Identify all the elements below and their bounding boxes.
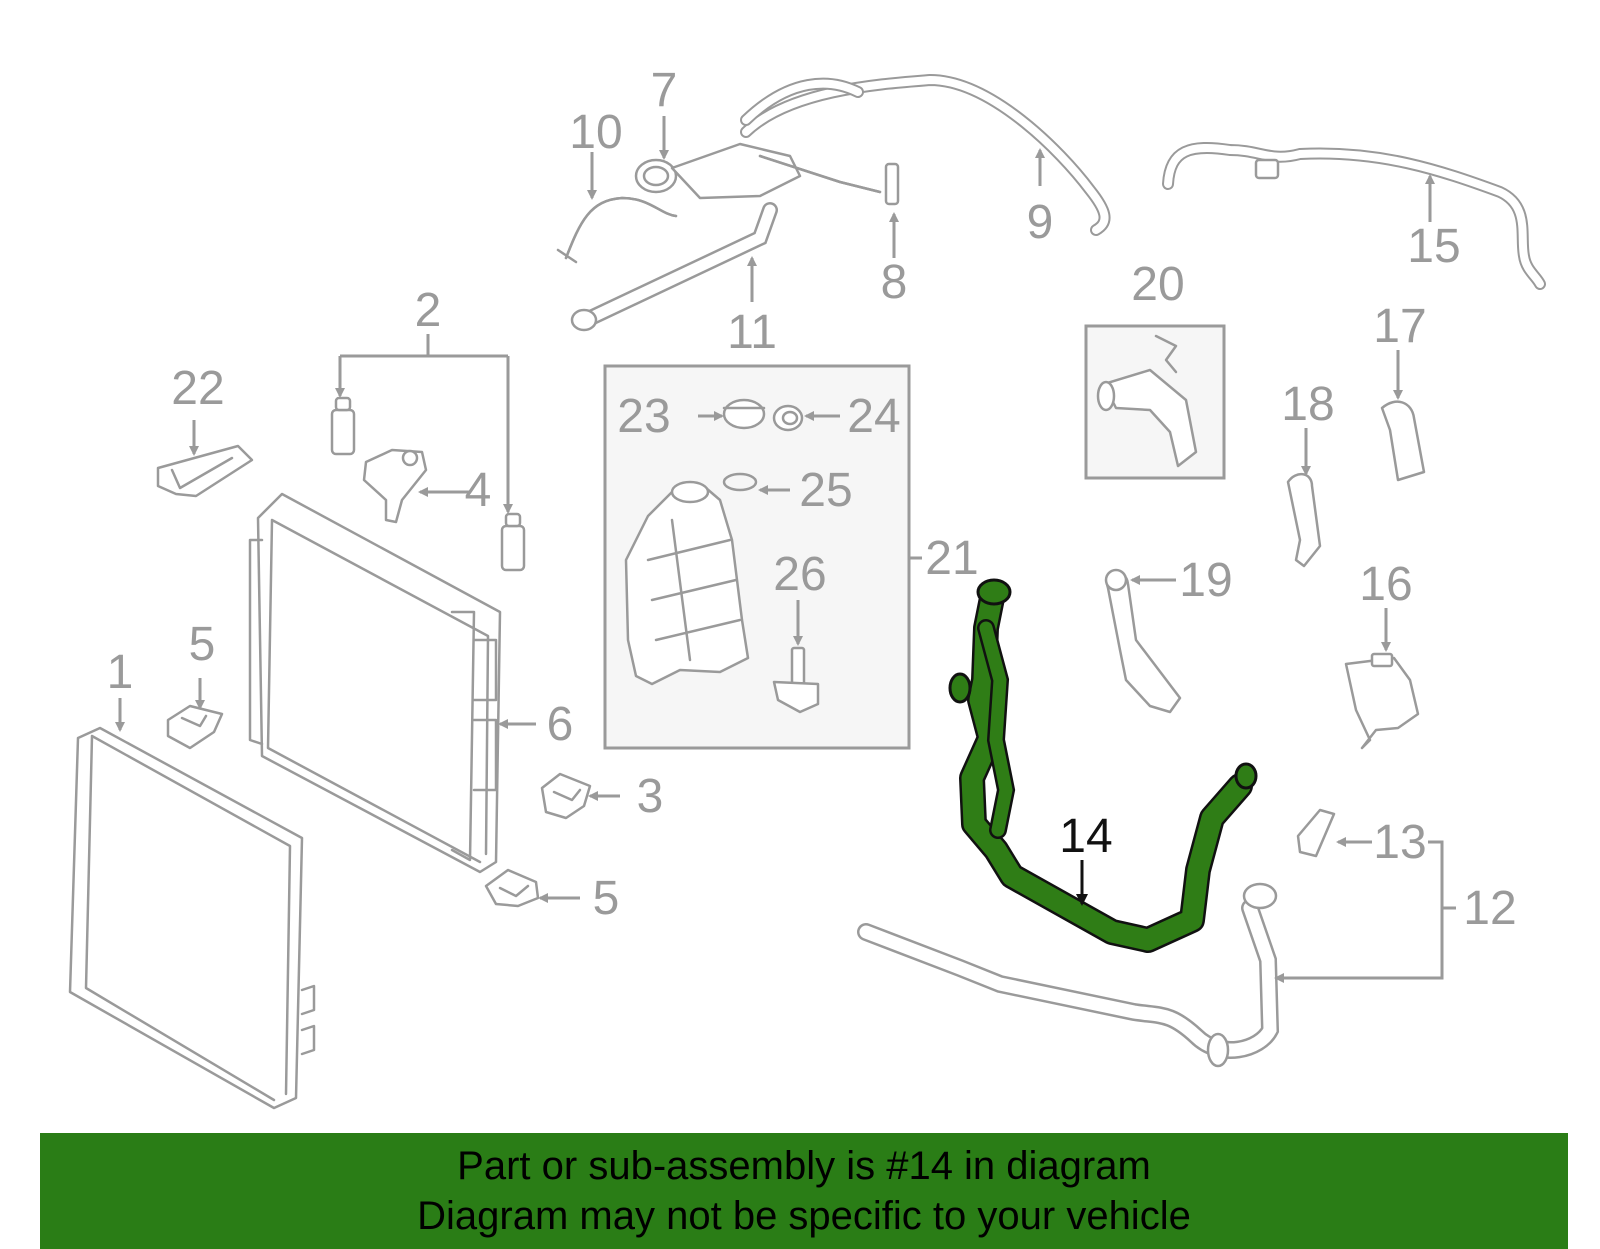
part-3-bracket	[540, 772, 592, 820]
part-16-pump	[1344, 652, 1420, 750]
callout-10: 10	[569, 106, 622, 159]
callout-24: 24	[847, 390, 900, 443]
part-4-bracket	[362, 448, 428, 524]
part-2-mounts	[330, 396, 526, 572]
part-15-hose	[1162, 141, 1546, 290]
callout-9: 9	[1027, 196, 1054, 249]
callout-5-upper: 5	[189, 618, 216, 671]
info-banner: Part or sub-assembly is #14 in diagram D…	[40, 1133, 1568, 1249]
part-24-seal	[772, 404, 804, 432]
callout-12: 12	[1463, 882, 1516, 935]
part-12-hose	[857, 882, 1280, 1068]
callout-6: 6	[547, 698, 574, 751]
callout-20: 20	[1131, 258, 1184, 311]
part-11-pipe	[570, 202, 778, 332]
part-25-oring	[722, 472, 758, 492]
callout-18: 18	[1281, 378, 1334, 431]
part-8-clip	[884, 162, 900, 206]
part-7-connector	[634, 142, 882, 200]
callout-2: 2	[415, 284, 442, 337]
callout-8: 8	[881, 256, 908, 309]
part-22-bracket	[156, 444, 254, 498]
callout-19: 19	[1179, 554, 1232, 607]
leader-lines	[115, 116, 1456, 983]
callout-17: 17	[1373, 300, 1426, 353]
part-21-reservoir	[624, 480, 750, 686]
callout-14: 14	[1059, 810, 1112, 863]
part-13-sensor	[1296, 808, 1336, 858]
callout-23: 23	[617, 390, 670, 443]
banner-line-1: Part or sub-assembly is #14 in diagram	[457, 1144, 1151, 1188]
callout-1: 1	[107, 646, 134, 699]
part-10-hose	[556, 196, 678, 264]
part-6-radiator-frame	[248, 492, 502, 874]
part-19-pipe	[1104, 568, 1182, 714]
callout-22: 22	[171, 362, 224, 415]
callout-5-lower: 5	[593, 872, 620, 925]
part-20-housing	[1096, 334, 1198, 468]
callout-7: 7	[651, 64, 678, 117]
part-23-cap	[722, 398, 766, 430]
callout-25: 25	[799, 464, 852, 517]
callout-26: 26	[773, 548, 826, 601]
part-5-upper	[166, 704, 224, 750]
part-17-hose	[1380, 400, 1426, 482]
callout-21: 21	[925, 532, 978, 585]
part-9-hose	[740, 73, 1111, 236]
part-5-lower	[484, 868, 540, 908]
part-18-hose	[1286, 473, 1322, 568]
callout-16: 16	[1359, 558, 1412, 611]
callout-13: 13	[1373, 816, 1426, 869]
callout-4: 4	[465, 464, 492, 517]
callout-15: 15	[1407, 220, 1460, 273]
part-26-sensor	[772, 646, 820, 714]
callout-11: 11	[727, 306, 777, 359]
callout-3: 3	[637, 770, 664, 823]
banner-line-2: Diagram may not be specific to your vehi…	[417, 1194, 1191, 1238]
part-1-radiator	[68, 726, 316, 1110]
part-14-hose	[948, 578, 1258, 953]
